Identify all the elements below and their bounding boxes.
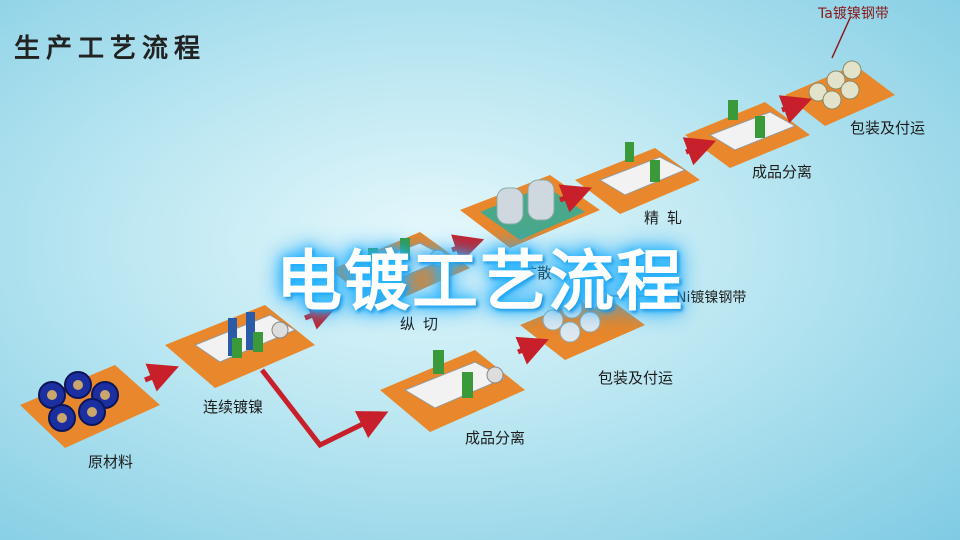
main-title: 电镀工艺流程: [276, 243, 684, 320]
label-separation-top: 成品分离: [752, 163, 813, 181]
callout-label-mid: Ni镀镍钢带: [676, 290, 747, 306]
label-continuous-plating: 连续镀镍: [203, 398, 264, 416]
label-diffusion: 扩散: [522, 264, 553, 282]
callout-label-top: Ta镀镍钢带: [818, 6, 889, 22]
arrow-plating-to-separation-bottom: [260, 368, 389, 449]
label-raw-material: 原材料: [88, 453, 134, 471]
slitting-machine: [348, 238, 450, 288]
arrow-slitting-to-diffusion: [451, 234, 485, 263]
arrow-raw-to-plating: [144, 363, 179, 392]
packaging-coils-top: [808, 60, 862, 110]
arrow-separation-to-packaging: [778, 95, 813, 124]
arrow-rolling-to-separation: [682, 137, 717, 166]
plating-line-machine: [193, 312, 297, 363]
label-finish-rolling: 精轧: [644, 209, 691, 227]
raw-material-coils: [38, 371, 119, 432]
label-packaging-top: 包装及付运: [850, 119, 926, 137]
arrow-separation-to-packaging-bottom: [515, 336, 549, 365]
separation-machine-bottom: [403, 350, 507, 409]
corner-title: 生产工艺流程: [14, 34, 207, 64]
callout-line-top: [831, 17, 851, 59]
diffusion-tank-2: [527, 179, 555, 221]
separation-machine-top: [708, 100, 797, 151]
label-slitting: 纵切: [400, 315, 447, 333]
packaging-coils-bottom: [542, 287, 603, 343]
label-packaging-bottom: 包装及付运: [598, 369, 674, 387]
label-separation-bottom: 成品分离: [465, 429, 526, 447]
arrow-plating-to-slitting: [304, 301, 339, 330]
flow-arrows: [144, 95, 813, 449]
diffusion-tank-1: [496, 187, 524, 225]
finish-rolling-machine: [598, 142, 687, 196]
arrow-diffusion-to-rolling: [558, 184, 592, 213]
